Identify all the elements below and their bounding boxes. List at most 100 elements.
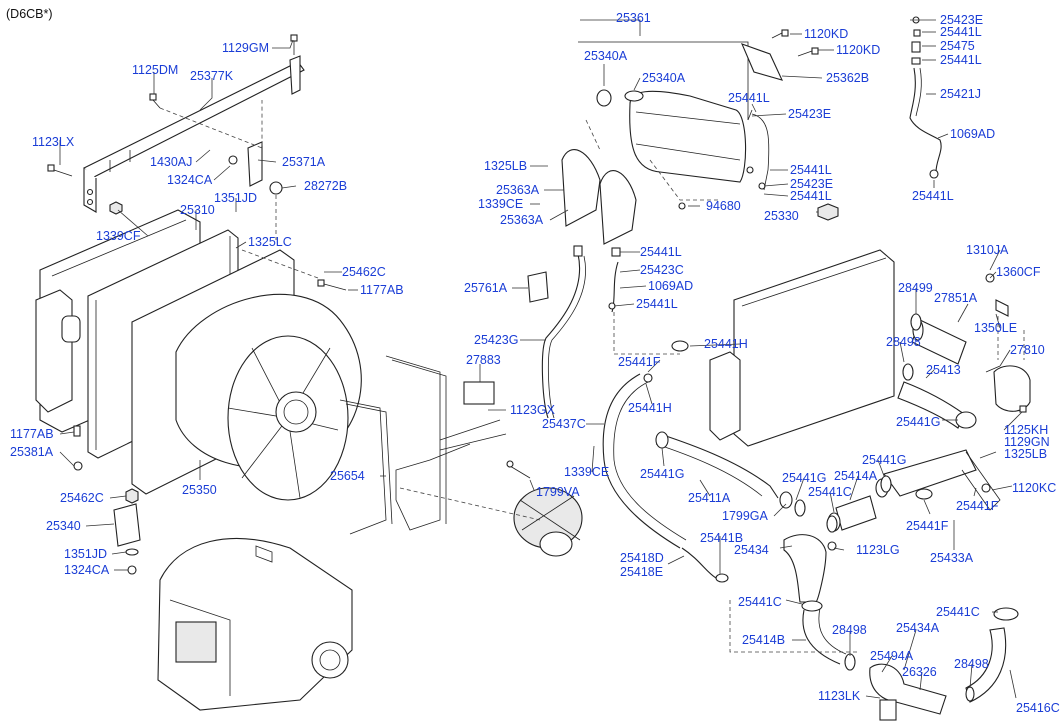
- label-25340: 25340: [46, 519, 81, 533]
- label-25441h-lower: 25441H: [628, 401, 672, 415]
- label-25340a-left: 25340A: [584, 49, 628, 63]
- label-25423g: 25423G: [474, 333, 518, 347]
- hose-25423g: [541, 245, 586, 419]
- label-25441l-tank-lower: 25441L: [790, 189, 832, 203]
- label-1324ca-bottom: 1324CA: [64, 563, 110, 577]
- label-1125kh: 1125KH: [1004, 423, 1048, 437]
- label-1351jd-top: 1351JD: [214, 191, 257, 205]
- label-1120kd-lower: 1120KD: [836, 43, 880, 57]
- leader-lines: [59, 19, 1023, 699]
- reservoir-small-hoses: [678, 109, 770, 210]
- label-25441l-hose-b: 25441L: [636, 297, 678, 311]
- label-25411a: 25411A: [688, 491, 731, 505]
- engine-variant-header: (D6CB*): [6, 7, 53, 21]
- label-25441f-left: 25441F: [618, 355, 661, 369]
- alternator-1799va: [506, 460, 583, 557]
- label-1360cf: 1360CF: [996, 265, 1041, 279]
- label-1177ab-left: 1177AB: [10, 427, 54, 441]
- hose-clamps: [794, 313, 975, 702]
- label-27810: 27810: [1010, 343, 1045, 357]
- label-25361: 25361: [616, 11, 651, 25]
- label-25441l-top-2: 25441L: [940, 53, 982, 67]
- pipe-25434: [783, 534, 837, 603]
- label-25414b: 25414B: [742, 633, 785, 647]
- label-25340a-right: 25340A: [642, 71, 686, 85]
- label-25423e-tank-lower: 25423E: [790, 177, 833, 191]
- label-25441l-tank-mid: 25441L: [790, 163, 832, 177]
- label-plate-25761a: [527, 271, 549, 303]
- label-27851a: 27851A: [934, 291, 978, 305]
- label-25441g-mid: 25441G: [782, 471, 826, 485]
- label-25761a: 25761A: [464, 281, 508, 295]
- label-25416c: 25416C: [1016, 701, 1060, 715]
- bracket-25371a: [228, 141, 283, 195]
- hose-25411a: [655, 431, 793, 509]
- label-25434a: 25434A: [896, 621, 940, 635]
- label-25437c: 25437C: [542, 417, 586, 431]
- label-25462c-top: 25462C: [342, 265, 386, 279]
- label-25441c-lower-right: 25441C: [936, 605, 980, 619]
- vehicle-outline: [157, 537, 353, 711]
- label-1125dm: 1125DM: [132, 63, 178, 77]
- label-25441l-hose-a: 25441L: [640, 245, 682, 259]
- label-25423c: 25423C: [640, 263, 684, 277]
- bolts-1120kd: [771, 29, 819, 57]
- hose-25414b: [801, 600, 847, 665]
- label-26326: 26326: [902, 665, 937, 679]
- label-25441g-right: 25441G: [896, 415, 940, 429]
- label-25441l-tank-top: 25441L: [728, 91, 770, 105]
- overflow-hose-25421j: [909, 16, 942, 179]
- label-1339ce-lower: 1339CE: [564, 465, 609, 479]
- label-28498-lower-right: 28498: [954, 657, 989, 671]
- hose-25437c: [602, 340, 689, 549]
- label-1129gn: 1129GN: [1004, 435, 1050, 449]
- label-25475: 25475: [940, 39, 975, 53]
- label-1325lc: 1325LC: [248, 235, 292, 249]
- label-25418e: 25418E: [620, 565, 663, 579]
- label-1120kc: 1120KC: [1012, 481, 1056, 495]
- label-25363a-upper: 25363A: [496, 183, 540, 197]
- bolt-1123lx: [47, 164, 73, 177]
- label-25441f-mid: 25441F: [906, 519, 949, 533]
- label-25462c-bottom: 25462C: [60, 491, 104, 505]
- bolt-1125dm: [149, 93, 161, 109]
- label-1339cf: 1339CF: [96, 229, 141, 243]
- label-25441b: 25441B: [700, 531, 743, 545]
- label-28272b: 28272B: [304, 179, 347, 193]
- label-25441c-mid: 25441C: [808, 485, 852, 499]
- label-1123lx: 1123LX: [32, 135, 75, 149]
- label-25441h-upper: 25441H: [704, 337, 748, 351]
- label-25310: 25310: [180, 203, 215, 217]
- hose-25418d: [681, 547, 729, 583]
- mounts-25462c-25340: [73, 425, 141, 575]
- hose-25423c: [608, 247, 621, 313]
- label-25418d: 25418D: [620, 551, 664, 565]
- cooling-fan-25350: [227, 335, 349, 501]
- label-1350le: 1350LE: [974, 321, 1017, 335]
- label-25441c-lower-left: 25441C: [738, 595, 782, 609]
- label-25362b: 25362B: [826, 71, 869, 85]
- label-25363a-lower: 25363A: [500, 213, 544, 227]
- intercooler-radiator: [709, 249, 895, 447]
- label-1799va: 1799VA: [536, 485, 580, 499]
- label-25441g-mid-right: 25441G: [862, 453, 906, 467]
- pipe-25434a: [869, 663, 947, 721]
- label-25377k: 25377K: [190, 69, 234, 83]
- label-25330: 25330: [764, 209, 799, 223]
- intercooler-pipe-bracket-25654: [339, 355, 507, 535]
- pipe-25433a: [883, 449, 1001, 511]
- part-labels: 1129GM 1125DM 25377K 1123LX 1430AJ 25371…: [10, 11, 1060, 715]
- label-1123lk: 1123LK: [818, 689, 861, 703]
- label-1123lg: 1123LG: [856, 543, 900, 557]
- label-25441f-right: 25441F: [956, 499, 999, 513]
- label-1351jd-bottom: 1351JD: [64, 547, 107, 561]
- label-1177ab-top: 1177AB: [360, 283, 404, 297]
- label-1325lb-tank: 1325LB: [484, 159, 527, 173]
- coolant-reservoir-tank: [596, 89, 747, 183]
- reservoir-straps: [561, 149, 637, 245]
- label-1339ce-upper: 1339CE: [478, 197, 523, 211]
- label-94680: 94680: [706, 199, 741, 213]
- label-28499: 28499: [898, 281, 933, 295]
- label-1069ad-upper: 1069AD: [950, 127, 995, 141]
